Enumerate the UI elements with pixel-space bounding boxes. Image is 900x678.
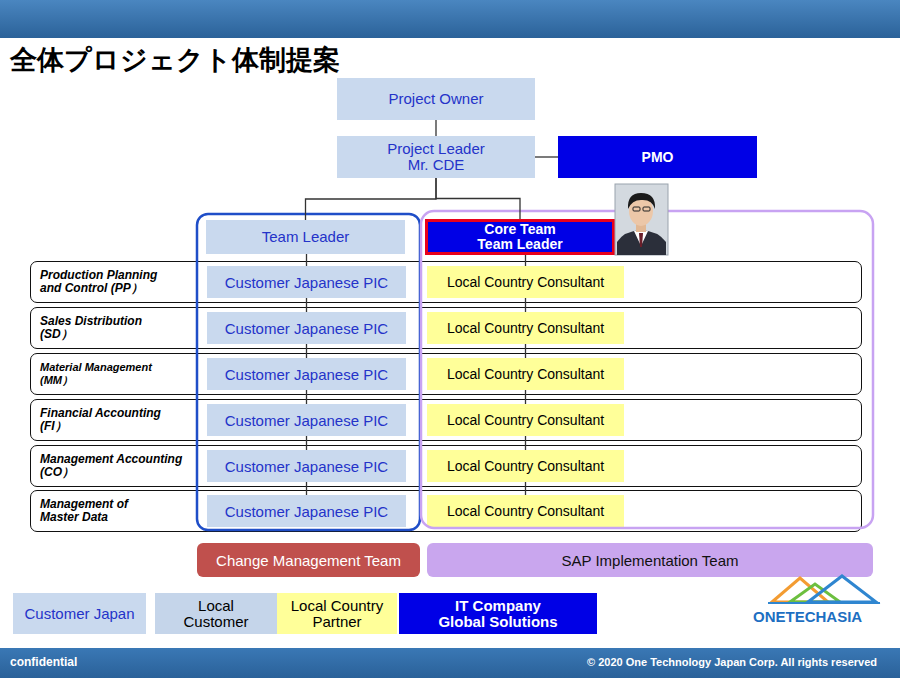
org-connector xyxy=(306,254,307,266)
core-team-leader-box: Core Team Team Leader xyxy=(425,219,615,255)
box-text: Customer Japanese PIC xyxy=(225,412,388,429)
legend-swatch: Local Country Partner xyxy=(277,593,397,634)
legend-text: IT Company Global Solutions xyxy=(436,598,561,630)
module-row: Sales Distribution (SD） Customer Japanese… xyxy=(30,307,862,349)
customer-group-outline xyxy=(197,214,420,530)
implementation-group-outline xyxy=(421,211,873,528)
row-label: Management of Master Data xyxy=(40,498,140,524)
box-text: Local Country Consultant xyxy=(447,274,604,290)
module-row: Management of Master Data Customer Japane… xyxy=(30,490,862,532)
confidential-mark: confidential xyxy=(10,655,77,669)
consultant-box: Local Country Consultant xyxy=(427,312,624,344)
box-text: Project Leader Mr. CDE xyxy=(380,141,492,173)
row-label: Sales Distribution (SD） xyxy=(40,315,165,341)
box-text: Change Management Team xyxy=(216,552,401,569)
box-text: Local Country Consultant xyxy=(447,366,604,382)
box-text: Customer Japanese PIC xyxy=(225,274,388,291)
org-connector xyxy=(525,390,526,404)
box-text: Local Country Consultant xyxy=(447,412,604,428)
owner-box: Project Owner xyxy=(337,78,535,120)
box-text: Customer Japanese PIC xyxy=(225,458,388,475)
module-row: Financial Accounting (FI） Customer Japane… xyxy=(30,399,862,441)
org-connector xyxy=(436,178,520,219)
consultant-box: Local Country Consultant xyxy=(427,358,624,390)
row-label: Production Planning and Control (PP） xyxy=(40,269,170,295)
box-text: Customer Japanese PIC xyxy=(225,320,388,337)
legend-text: Customer Japan xyxy=(24,606,134,622)
org-connector xyxy=(306,436,307,450)
leader-photo xyxy=(615,184,668,255)
box-text: SAP Implementation Team xyxy=(561,552,738,569)
org-connector xyxy=(535,156,558,157)
copyright-note: © 2020 One Technology Japan Corp. All ri… xyxy=(587,656,877,668)
module-row: Production Planning and Control (PP） Cust… xyxy=(30,261,862,303)
customer-pic-box: Customer Japanese PIC xyxy=(207,404,406,436)
team-leader-box: Team Leader xyxy=(206,220,405,254)
org-connector xyxy=(525,298,526,312)
row-label: Management Accounting (CO） xyxy=(40,453,200,479)
box-text: Core Team Team Leader xyxy=(473,222,568,252)
org-connector xyxy=(306,344,307,358)
legend-swatch: Local Customer xyxy=(155,593,277,634)
module-row: Management Accounting (CO） Customer Japan… xyxy=(30,445,862,487)
box-text: Team Leader xyxy=(262,229,350,245)
customer-pic-box: Customer Japanese PIC xyxy=(207,266,406,298)
org-connector xyxy=(306,178,437,220)
row-label: Material Management (MM） xyxy=(40,361,165,387)
row-label: Financial Accounting (FI） xyxy=(40,407,170,433)
org-connector xyxy=(306,482,307,495)
customer-pic-box: Customer Japanese PIC xyxy=(207,358,406,390)
customer-pic-box: Customer Japanese PIC xyxy=(207,495,406,527)
legend-swatch: IT Company Global Solutions xyxy=(399,593,597,634)
consultant-box: Local Country Consultant xyxy=(427,404,624,436)
team-band: Change Management Team xyxy=(197,543,420,577)
pmo-box: PMO xyxy=(558,136,757,178)
box-text: Customer Japanese PIC xyxy=(225,366,388,383)
consultant-box: Local Country Consultant xyxy=(427,266,624,298)
company-logo-text: ONETECHASIA xyxy=(753,608,862,625)
box-text: Local Country Consultant xyxy=(447,320,604,336)
box-text: PMO xyxy=(642,150,674,165)
org-connector xyxy=(525,255,526,266)
header-bar xyxy=(0,0,900,38)
leader-box: Project Leader Mr. CDE xyxy=(337,136,535,178)
company-logo-mark xyxy=(768,576,880,603)
slide-title: 全体プロジェクト体制提案 xyxy=(10,42,340,78)
legend-text: Local Country Partner xyxy=(282,598,392,630)
org-connector xyxy=(525,482,526,495)
legend-swatch: Customer Japan xyxy=(13,593,146,634)
box-text: Customer Japanese PIC xyxy=(225,503,388,520)
org-connector xyxy=(306,390,307,404)
customer-pic-box: Customer Japanese PIC xyxy=(207,312,406,344)
org-connector xyxy=(525,436,526,450)
org-connector xyxy=(306,298,307,312)
box-text: Project Owner xyxy=(388,91,483,107)
consultant-box: Local Country Consultant xyxy=(427,450,624,482)
consultant-box: Local Country Consultant xyxy=(427,495,624,527)
org-connector xyxy=(525,344,526,358)
module-row: Material Management (MM） Customer Japanes… xyxy=(30,353,862,395)
box-text: Local Country Consultant xyxy=(447,458,604,474)
box-text: Local Country Consultant xyxy=(447,503,604,519)
customer-pic-box: Customer Japanese PIC xyxy=(207,450,406,482)
team-band: SAP Implementation Team xyxy=(427,543,873,577)
legend-text: Local Customer xyxy=(180,598,252,630)
org-connector xyxy=(435,120,436,136)
